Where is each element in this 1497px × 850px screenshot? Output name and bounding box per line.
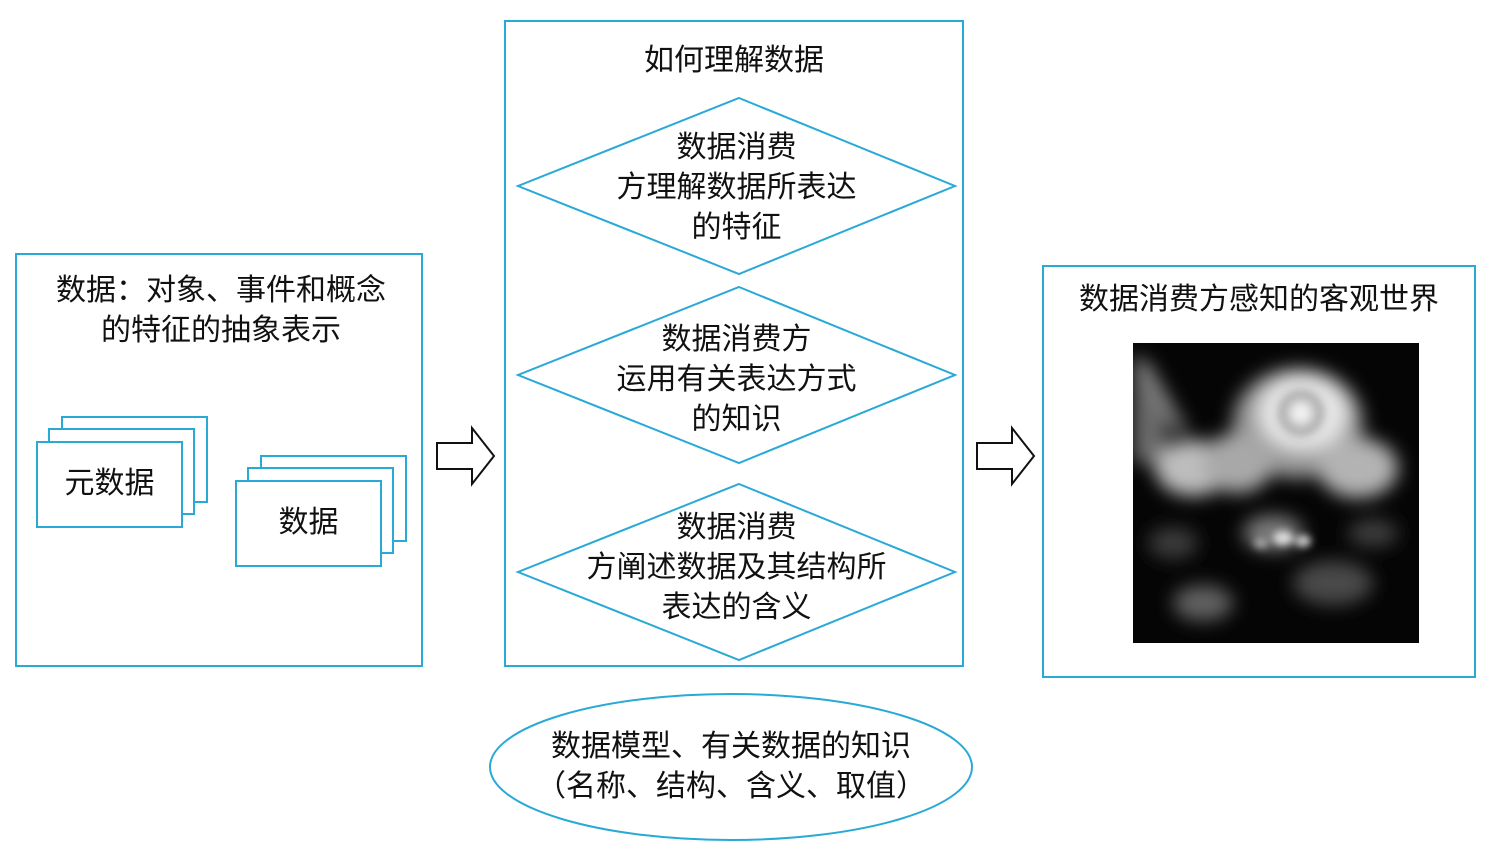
blurred-world-image-icon <box>1133 343 1419 643</box>
diamond1-line3: 的特征 <box>691 210 782 245</box>
blurred-world-image-graphic <box>1133 343 1419 643</box>
metadata-card-label: 元数据 <box>64 466 155 501</box>
diamond-understand-features <box>515 96 958 276</box>
diamond-explain-meaning <box>515 482 958 662</box>
middle-panel-box <box>504 20 964 667</box>
left-panel-title: 数据：对象、事件和概念 的特征的抽象表示 <box>36 271 406 351</box>
diamond-expression-knowledge <box>515 285 958 465</box>
diamond3-line2: 方阐述数据及其结构所 <box>586 550 887 585</box>
metadata-card-front <box>36 441 183 528</box>
data-card-label: 数据 <box>278 505 339 540</box>
hollow-right-arrow-icon <box>976 425 1036 487</box>
middle-panel-title: 如何理解数据 <box>644 43 824 78</box>
ellipse-line1: 数据模型、有关数据的知识 <box>551 729 911 764</box>
diamond1-text: 数据消费 方理解数据所表达 的特征 <box>518 128 955 248</box>
right-panel-title: 数据消费方感知的客观世界 <box>1079 282 1439 317</box>
hollow-right-arrow-icon <box>436 425 496 487</box>
diamond1-line1: 数据消费 <box>676 130 797 165</box>
data-model-ellipse <box>489 693 973 841</box>
data-card-front <box>235 480 382 567</box>
left-panel-title-line2: 的特征的抽象表示 <box>101 313 341 348</box>
diamond2-line1: 数据消费方 <box>661 322 812 357</box>
diamond3-line3: 表达的含义 <box>661 590 812 625</box>
diamond2-line3: 的知识 <box>691 402 782 437</box>
diamond1-line2: 方理解数据所表达 <box>616 170 857 205</box>
left-panel-title-line1: 数据：对象、事件和概念 <box>56 273 386 308</box>
ellipse-text: 数据模型、有关数据的知识 （名称、结构、含义、取值） <box>490 727 972 807</box>
ellipse-line2: （名称、结构、含义、取值） <box>536 769 926 804</box>
diamond2-text: 数据消费方 运用有关表达方式 的知识 <box>518 320 955 440</box>
right-panel-box <box>1042 265 1476 678</box>
diamond3-line1: 数据消费 <box>676 510 797 545</box>
left-panel-box <box>15 253 423 667</box>
diamond3-text: 数据消费 方阐述数据及其结构所 表达的含义 <box>518 508 955 628</box>
diamond2-line2: 运用有关表达方式 <box>616 362 857 397</box>
